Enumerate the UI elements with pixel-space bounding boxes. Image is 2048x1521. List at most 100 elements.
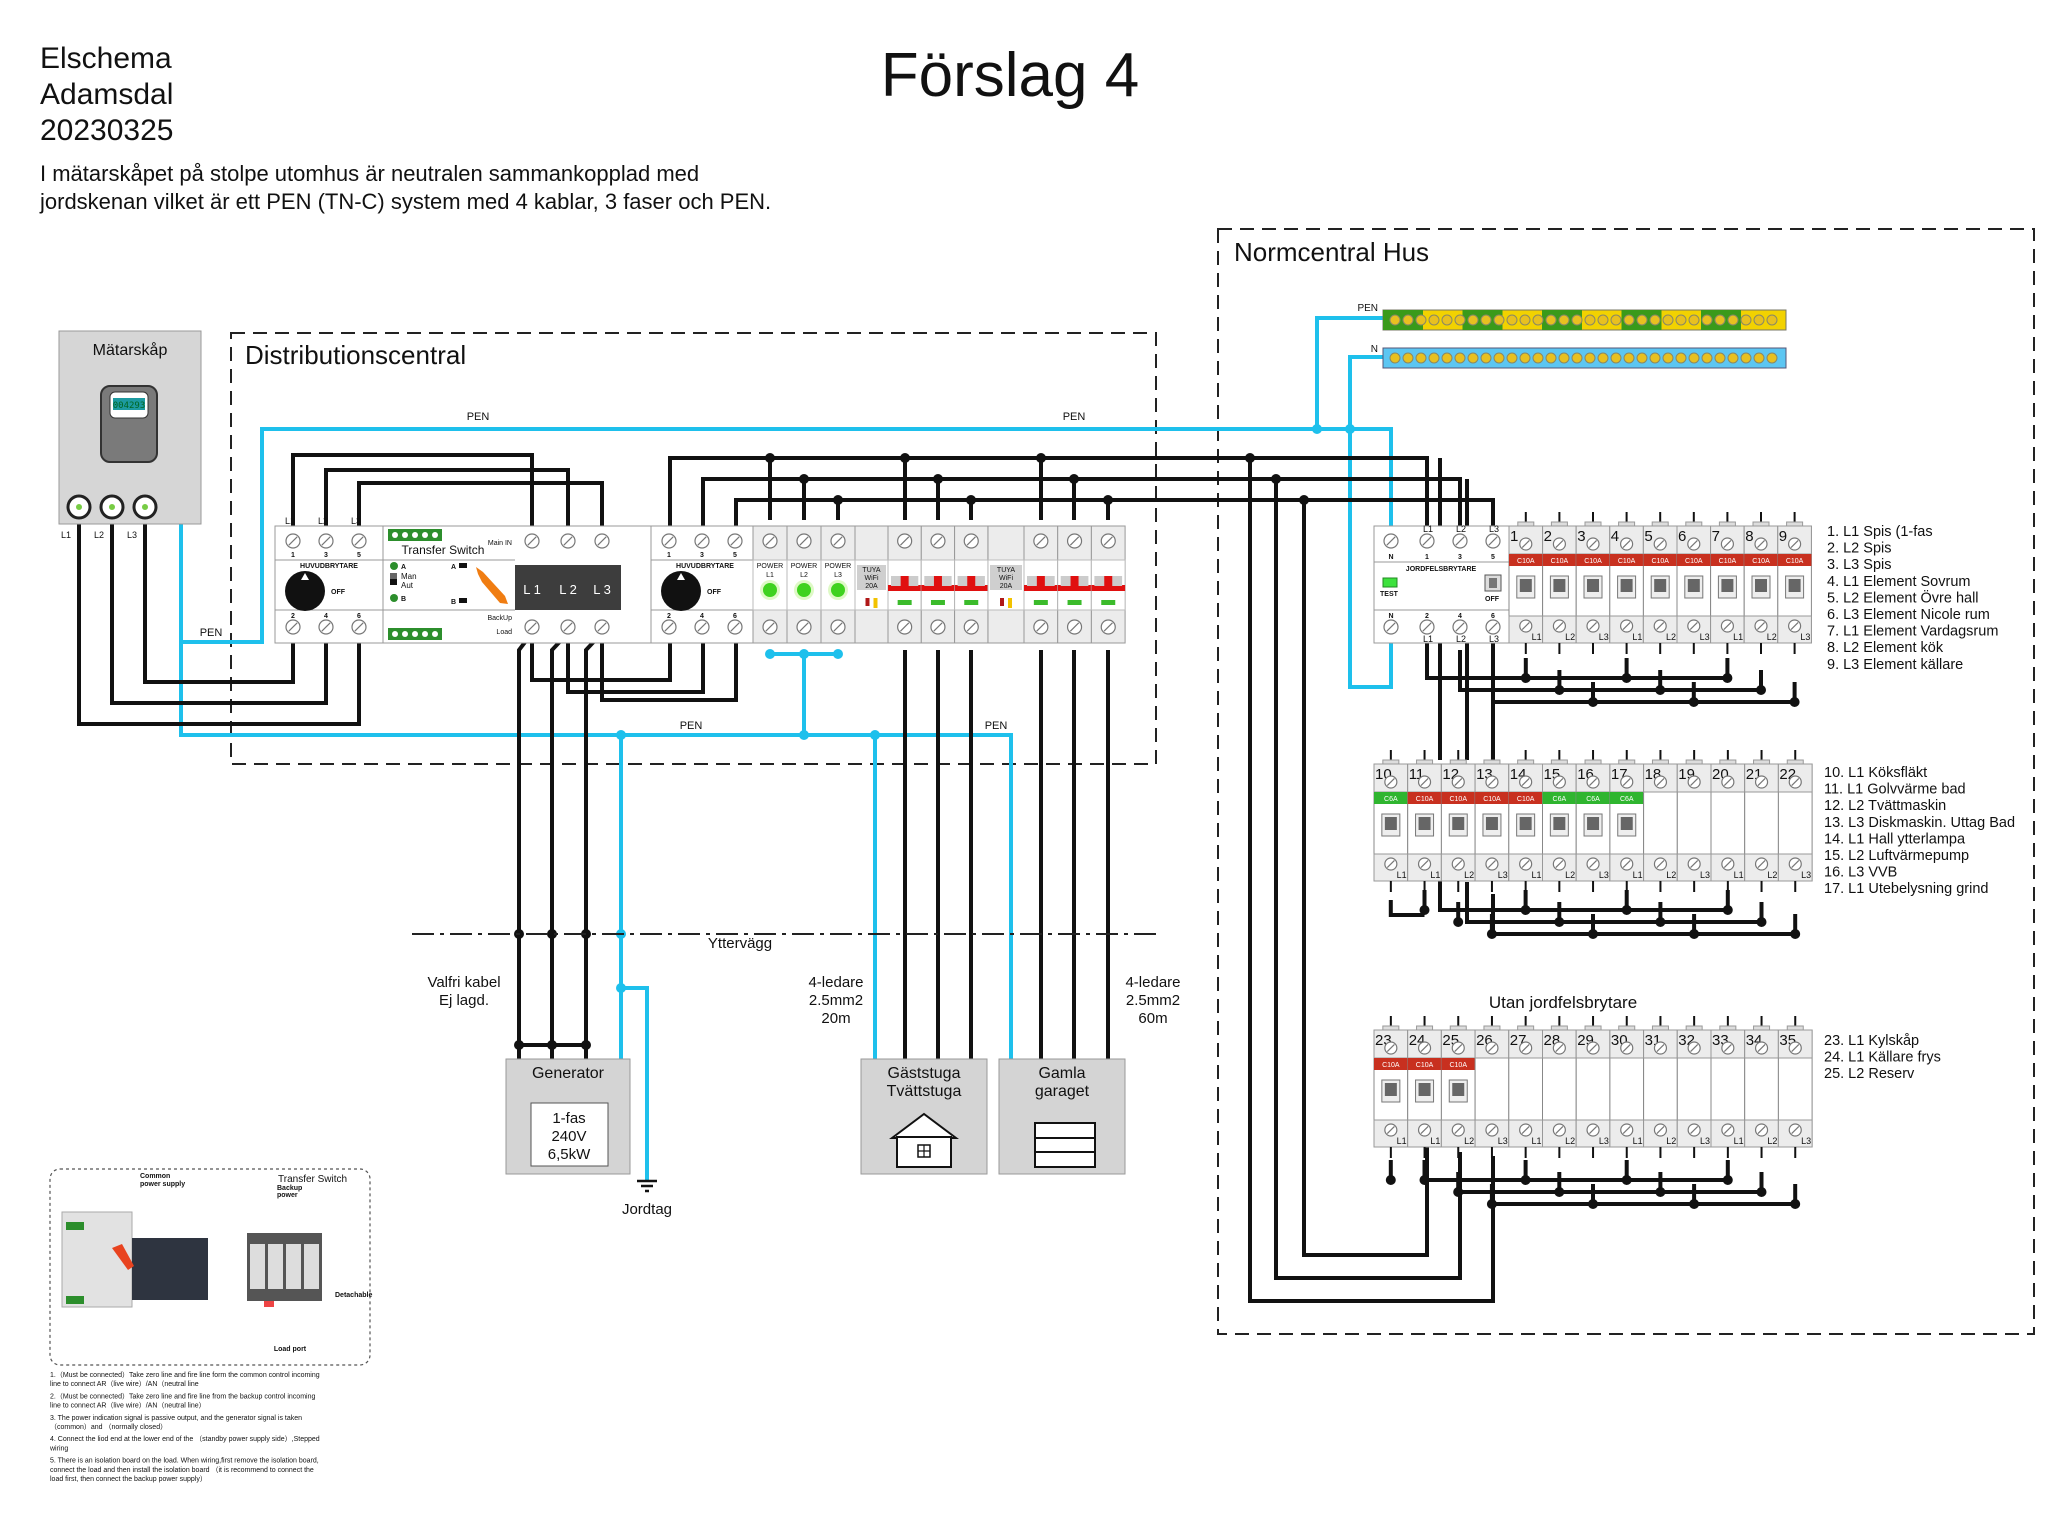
- phase-label: L1: [1734, 1136, 1744, 1146]
- busbar-screw-icon: [1441, 314, 1453, 326]
- circuit-legend-item: 13. L3 Diskmaskin. Uttag Bad: [1824, 815, 2015, 831]
- cable-note: Valfri kabel: [427, 974, 500, 991]
- busbar-screw-icon: [1597, 352, 1609, 364]
- phase-label: L3: [127, 530, 137, 540]
- rating-band: [1609, 792, 1644, 804]
- rating-band: [1643, 554, 1677, 566]
- earth-electrode: Jordtag: [622, 1179, 672, 1218]
- label: TUYA: [997, 567, 1015, 574]
- instruction-note: connect the load and then install the is…: [50, 1466, 314, 1474]
- label: 1: [1425, 554, 1429, 561]
- breaker-number: 3: [1577, 528, 1585, 545]
- normcentral-din-rails: NN12L1L134L2L256L3L3JORDFELSBRYTARETESTO…: [1373, 512, 2015, 1158]
- junction-dot: [1588, 929, 1598, 939]
- label: Backup: [277, 1185, 302, 1192]
- label: POWER: [757, 563, 783, 570]
- junction-dot: [1271, 474, 1281, 484]
- circuit-breaker-3p: [954, 525, 989, 644]
- phase-label: L3: [1599, 1136, 1609, 1146]
- label: 20A: [1000, 583, 1013, 590]
- phase-label: L2: [1767, 632, 1777, 642]
- instruction-note: 3. The power indication signal is passiv…: [50, 1415, 302, 1422]
- circuit-breaker-3p: [1090, 525, 1126, 644]
- rating-label: C10A: [1449, 1062, 1467, 1069]
- busbar-screw-icon: [1688, 352, 1700, 364]
- breaker-toggle-icon: [1070, 576, 1079, 586]
- green-led-icon: [831, 583, 845, 597]
- busbar-screw-icon: [1519, 352, 1531, 364]
- label: 1-fas: [552, 1110, 585, 1127]
- label: 6: [733, 613, 737, 620]
- junction-dot: [1689, 1199, 1700, 1209]
- junction-dot: [1756, 917, 1767, 927]
- busbar-screw-icon: [1623, 314, 1635, 326]
- junction-dot: [1621, 673, 1632, 683]
- busbar-screw-icon: [1662, 314, 1674, 326]
- busbar-screw-icon: [1623, 352, 1635, 364]
- junction-dot: [1486, 1199, 1497, 1209]
- rating-label: C10A: [1651, 558, 1669, 565]
- phase-label: L3: [1801, 870, 1811, 880]
- label: L3: [834, 572, 842, 579]
- garage-door-icon: [1034, 1122, 1096, 1168]
- label: Load port: [274, 1346, 307, 1353]
- busbar-screw-icon: [1441, 352, 1453, 364]
- phase-label: L2: [1565, 632, 1575, 642]
- circuit-legend-item: 23. L1 Kylskåp: [1824, 1033, 1919, 1049]
- busbar-screw-icon: [1727, 352, 1739, 364]
- cable-note: 60m: [1138, 1010, 1167, 1027]
- pen-label: PEN: [985, 720, 1008, 732]
- instruction-note: wiring: [49, 1445, 68, 1452]
- rating-band: [1475, 792, 1509, 804]
- phase-label: L2: [1464, 870, 1474, 880]
- cable-note: Ej lagd.: [439, 992, 489, 1009]
- circuit-breaker-3p: [920, 525, 956, 644]
- label: 4: [1458, 613, 1462, 620]
- instruction-note: 4. Connect the liod end at the lower end…: [50, 1435, 320, 1443]
- rating-band: [1576, 554, 1610, 566]
- junction-dot: [833, 649, 843, 659]
- phase-label: L3: [351, 516, 361, 526]
- indicator-a-icon: [390, 562, 398, 570]
- breaker-toggle-icon: [900, 576, 909, 586]
- circuit-legend-item: 25. L2 Reserv: [1824, 1066, 1915, 1082]
- reference-frame: [49, 1168, 371, 1366]
- instruction-note: 2.（Must be connected）Take zero line and …: [50, 1392, 315, 1400]
- description-line2: jordskenan vilket är ett PEN (TN-C) syst…: [39, 189, 771, 214]
- label: POWER: [791, 563, 817, 570]
- no-rcd-title: Utan jordfelsbrytare: [1489, 993, 1637, 1012]
- breaker-number: 9: [1779, 528, 1787, 545]
- breaker-toggle-icon: [967, 576, 976, 586]
- phase-label: L3: [1599, 870, 1609, 880]
- rating-label: C10A: [1517, 558, 1535, 565]
- cable-note: 2.5mm2: [1126, 992, 1180, 1009]
- phase-label: L1: [1430, 1136, 1440, 1146]
- junction-dot: [1554, 917, 1565, 927]
- junction-dot: [581, 1040, 591, 1050]
- label: 2: [1425, 613, 1429, 620]
- phase-label: L1: [1632, 632, 1642, 642]
- junction-dot: [1554, 685, 1565, 695]
- label: L 2: [559, 582, 577, 597]
- busbar-screw-icon: [1701, 352, 1713, 364]
- green-led-icon: [797, 583, 811, 597]
- junction-dot: [1453, 917, 1464, 927]
- phase-label: L2: [1464, 1136, 1474, 1146]
- phase-label: L3: [1599, 632, 1609, 642]
- mode-switch-icon: [390, 579, 397, 585]
- junction-dot: [1655, 917, 1666, 927]
- phase-label: L1: [1531, 1136, 1541, 1146]
